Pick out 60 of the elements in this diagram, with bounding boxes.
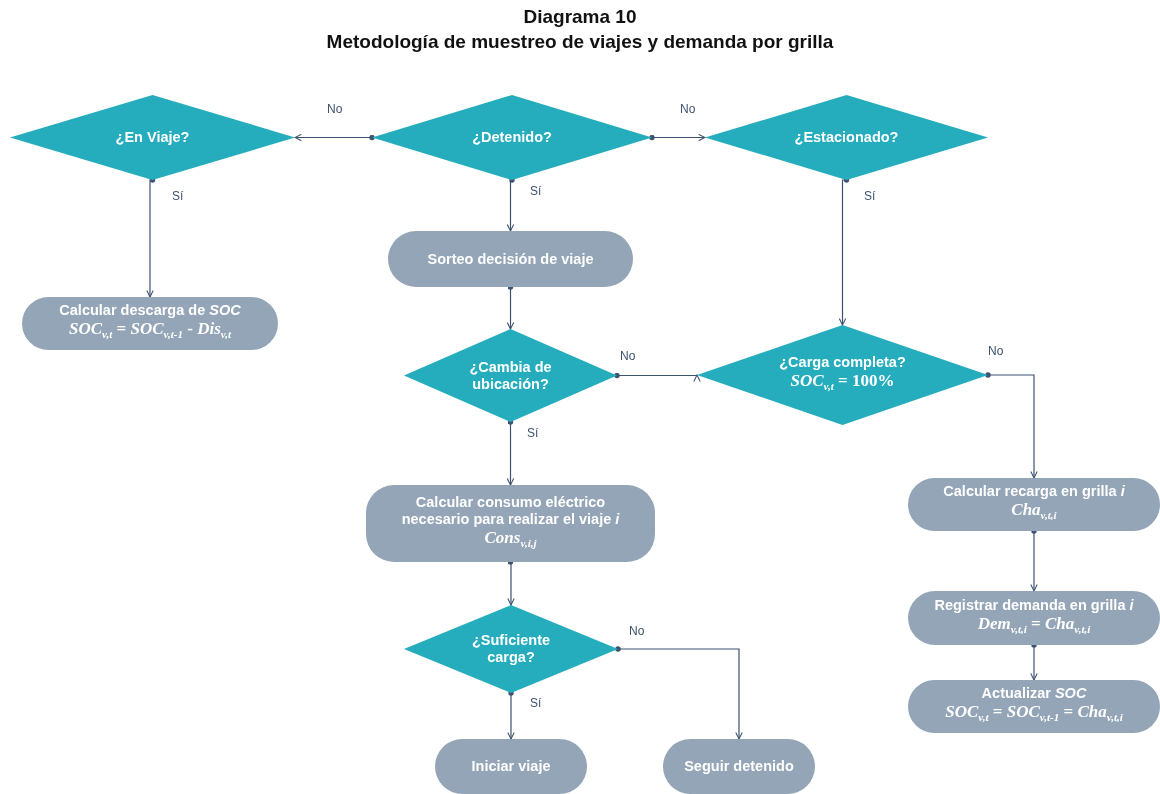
edge-label: Sí: [525, 426, 541, 440]
formula-text: SOC$_{v,t}$ = SOC$_{v,t-1}$ = Cha$_{v,t,i}$: [945, 702, 1123, 726]
arrow: [507, 559, 515, 606]
arrow: [649, 133, 706, 142]
edge-label: No: [678, 102, 698, 116]
formula-text: SOC$_{v,t}$ = SOC$_{v,t-1}$ - Dis$_{v,t}$: [68, 319, 232, 343]
process-box: [22, 297, 278, 350]
arrow: [506, 284, 515, 330]
edge-label: Sí: [528, 184, 544, 198]
decision-diamond: [10, 95, 295, 180]
node-text: Actualizar SOC: [981, 685, 1087, 703]
node-text: ¿Carga completa?: [779, 353, 906, 371]
node-text: ¿Detenido?: [472, 129, 552, 146]
arrow: [615, 646, 743, 740]
decision-diamond: [404, 329, 617, 422]
diagram-subtitle: Metodología de muestreo de viajes y demanda por grilla: [325, 31, 835, 53]
arrow: [614, 372, 701, 382]
arrow: [1030, 642, 1038, 681]
diagram-title: Diagrama 10: [522, 6, 638, 28]
node-text: Calcular consumo eléctrico necesario para realizar el viaje i: [400, 493, 621, 528]
decision-diamond: [372, 95, 652, 180]
arrow: [294, 133, 375, 142]
node-text: ¿Suficiente carga?: [470, 632, 552, 666]
arrow: [838, 177, 850, 326]
arrow: [506, 177, 515, 232]
node-text: Iniciar viaje: [471, 758, 551, 775]
arrow: [507, 690, 515, 740]
node-text: Calcular descarga de SOC: [59, 302, 241, 320]
decision-diamond: [705, 95, 988, 180]
edge-label: Sí: [528, 696, 544, 710]
process-box: [908, 680, 1160, 733]
node-text: Calcular recarga en grilla i: [943, 483, 1125, 501]
process-box: [908, 478, 1160, 531]
process-box: [908, 591, 1160, 645]
edge-label: No: [325, 102, 345, 116]
edge-label: Sí: [862, 189, 878, 203]
arrow: [506, 419, 515, 486]
node-text: ¿Estacionado?: [794, 129, 899, 146]
decision-diamond: [404, 605, 618, 693]
process-box: [366, 485, 655, 562]
process-box: [388, 231, 633, 287]
edge-label: No: [986, 344, 1006, 358]
arrow: [1030, 528, 1038, 592]
node-text: Seguir detenido: [684, 758, 794, 775]
decision-diamond: [697, 325, 988, 425]
node-text: ¿En Viaje?: [115, 129, 190, 146]
formula-text: Cons$_{v,i,j}$: [484, 527, 537, 552]
formula-text: SOC$_{v,t}$ = 100%: [790, 370, 895, 395]
edge-label: No: [618, 349, 638, 363]
edge-label: No: [627, 624, 647, 638]
process-box: [435, 739, 587, 794]
edge-label: Sí: [170, 189, 186, 203]
process-box: [663, 739, 815, 794]
node-text: Registrar demanda en grilla i: [934, 596, 1134, 614]
arrow: [985, 372, 1038, 479]
formula-text: Cha$_{v,t,i}$: [1011, 500, 1057, 524]
node-text: Sorteo decisión de viaje: [427, 250, 594, 268]
node-text: ¿Cambia de ubicación?: [468, 358, 553, 393]
arrow: [146, 177, 156, 298]
formula-text: Dem$_{v,t,i}$ = Cha$_{v,t,i}$: [977, 613, 1091, 638]
